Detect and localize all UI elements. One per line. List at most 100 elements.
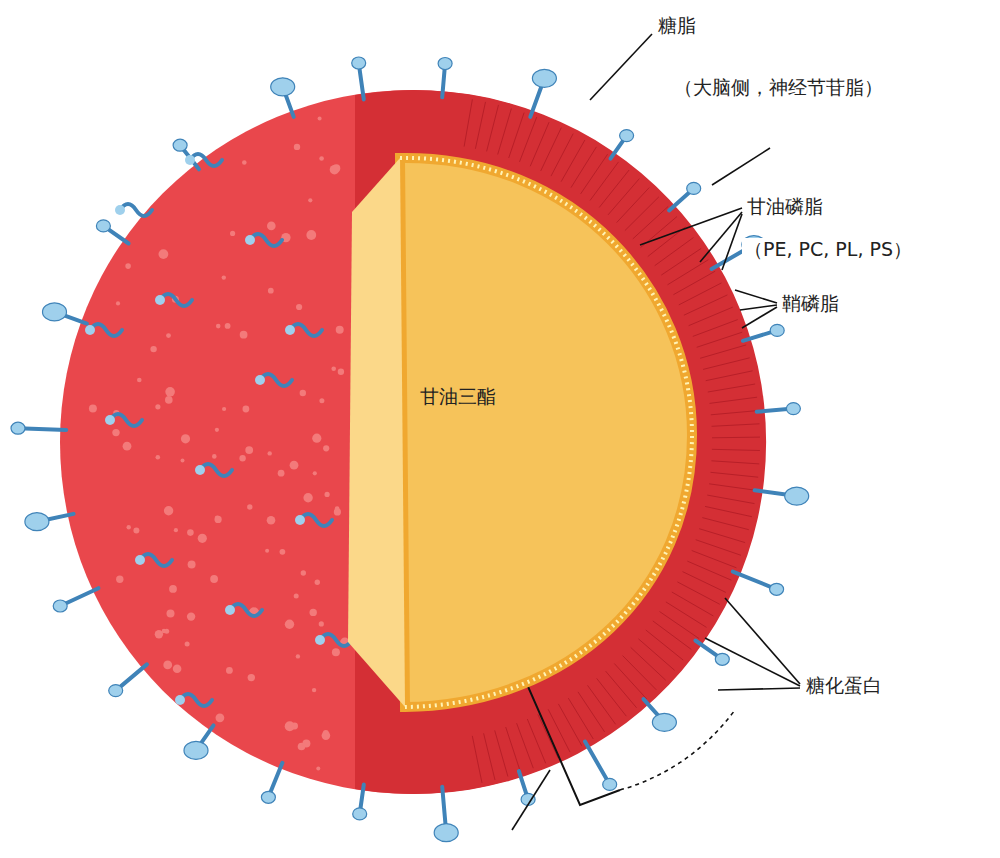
membrane-stripe bbox=[590, 162, 619, 201]
texture-dot bbox=[296, 304, 302, 310]
membrane-stripe bbox=[706, 371, 753, 381]
molecule-head bbox=[96, 220, 110, 232]
texture-dot bbox=[243, 406, 250, 413]
texture-dot bbox=[310, 609, 317, 616]
membrane-stripe bbox=[668, 260, 709, 285]
membrane-stripe bbox=[631, 647, 666, 680]
membrane-stripe bbox=[705, 506, 752, 516]
molecule-head bbox=[184, 741, 208, 759]
texture-dot bbox=[302, 740, 310, 748]
texture-dot bbox=[312, 688, 316, 692]
texture-dot bbox=[215, 516, 222, 523]
texture-dot bbox=[159, 249, 169, 259]
molecule-head bbox=[603, 778, 617, 790]
texture-dot bbox=[185, 642, 190, 647]
texture-dot bbox=[150, 346, 156, 352]
texture-dot bbox=[336, 326, 344, 334]
texture-dot bbox=[187, 612, 195, 620]
texture-dot bbox=[174, 528, 178, 532]
membrane-stripe bbox=[548, 709, 570, 752]
membrane-stripe bbox=[571, 147, 596, 188]
texture-dot bbox=[155, 630, 163, 638]
texture-dot bbox=[239, 455, 245, 461]
texture-dot bbox=[125, 263, 131, 269]
molecule-head bbox=[11, 422, 25, 434]
membrane-stripe bbox=[561, 140, 585, 182]
texture-dot bbox=[278, 470, 285, 477]
texture-dot bbox=[285, 721, 295, 731]
texture-dot bbox=[116, 301, 120, 305]
texture-dot bbox=[322, 731, 331, 740]
texture-dot bbox=[330, 165, 340, 175]
core-shape bbox=[340, 150, 700, 715]
texture-dot bbox=[247, 504, 252, 509]
texture-dot bbox=[267, 222, 276, 231]
texture-dot bbox=[306, 230, 316, 240]
texture-dot bbox=[285, 620, 294, 629]
callout-label: 甘油磷脂 bbox=[745, 195, 825, 218]
membrane-stripe bbox=[599, 170, 629, 208]
molecule-stalk bbox=[585, 742, 610, 785]
membrane-stripe bbox=[472, 736, 482, 783]
membrane-stripe bbox=[660, 612, 700, 639]
molecule-head bbox=[438, 58, 452, 70]
callout-label: 鞘磷脂 bbox=[780, 292, 841, 315]
node-text: 甘油三酯 bbox=[420, 385, 496, 408]
molecule-head bbox=[135, 555, 145, 565]
molecule-head bbox=[85, 325, 95, 335]
membrane-stripe bbox=[700, 345, 746, 358]
membrane-stripe bbox=[712, 449, 760, 450]
texture-dot bbox=[181, 459, 185, 463]
membrane-stripe bbox=[711, 461, 759, 464]
membrane-stripe bbox=[702, 518, 749, 530]
molecule-head bbox=[285, 325, 295, 335]
texture-dot bbox=[225, 323, 231, 329]
texture-dot bbox=[165, 396, 173, 404]
texture-dot bbox=[137, 378, 142, 383]
membrane-stripe bbox=[692, 551, 737, 568]
texture-dot bbox=[319, 621, 324, 626]
texture-dot bbox=[215, 428, 219, 432]
surface-molecules bbox=[11, 57, 809, 842]
texture-dot bbox=[280, 549, 286, 555]
membrane-stripe bbox=[633, 206, 668, 239]
texture-dot bbox=[181, 434, 190, 443]
callout-label: （大脑侧，神经节苷脂） bbox=[672, 76, 885, 99]
texture-dot bbox=[245, 446, 253, 454]
membrane-stripe bbox=[484, 733, 495, 780]
texture-dot bbox=[216, 713, 225, 722]
texture-dot bbox=[331, 367, 336, 372]
membrane-stripe bbox=[606, 671, 637, 708]
texture-dot bbox=[155, 404, 160, 409]
molecule-head bbox=[352, 57, 366, 69]
texture-dot bbox=[308, 198, 312, 202]
membrane-stripe bbox=[679, 283, 722, 305]
membrane-stripe bbox=[541, 128, 562, 171]
membrane-stripe bbox=[696, 540, 741, 556]
membrane-stripe bbox=[509, 113, 524, 158]
membrane-stripe bbox=[487, 105, 499, 151]
molecule-head bbox=[43, 303, 67, 321]
texture-dot bbox=[265, 549, 269, 553]
texture-dot bbox=[240, 331, 248, 339]
texture-dot bbox=[123, 442, 132, 451]
molecule-head bbox=[785, 487, 809, 505]
texture-dot bbox=[296, 654, 300, 658]
membrane-stripe bbox=[597, 678, 627, 716]
texture-dot bbox=[338, 369, 344, 375]
molecule-head bbox=[25, 513, 49, 531]
molecule-head bbox=[255, 375, 265, 385]
membrane-stripe bbox=[712, 437, 760, 439]
molecule-head bbox=[434, 824, 458, 842]
membrane-stripe bbox=[588, 685, 616, 724]
texture-dot bbox=[167, 610, 175, 618]
molecule-head bbox=[315, 635, 325, 645]
membrane-stripe bbox=[683, 572, 726, 593]
texture-dot bbox=[166, 333, 171, 338]
membrane-stripe bbox=[703, 358, 750, 370]
texture-dot bbox=[164, 506, 173, 515]
membrane-stripe bbox=[709, 484, 757, 491]
texture-dot bbox=[323, 445, 329, 451]
texture-dot bbox=[290, 461, 299, 470]
membrane-stripe bbox=[464, 99, 472, 146]
